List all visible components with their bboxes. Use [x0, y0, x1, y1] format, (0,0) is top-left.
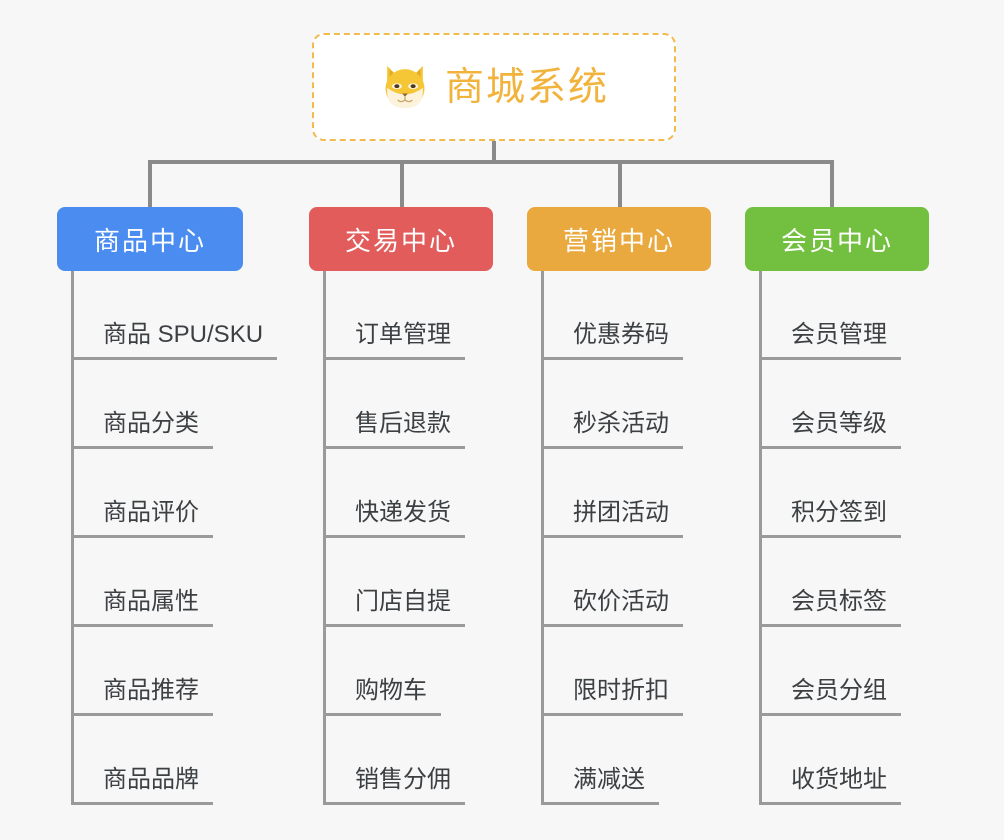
leaf-item[interactable]: 销售分佣 [323, 716, 465, 805]
leaf-label: 门店自提 [355, 588, 451, 615]
leaf-item[interactable]: 优惠券码 [541, 271, 683, 360]
leaf-item[interactable]: 快递发货 [323, 449, 465, 538]
leaf-label: 商品分类 [103, 410, 199, 437]
leaf-label: 优惠券码 [573, 321, 669, 348]
connector-drop-4 [830, 160, 834, 207]
category-box-1[interactable]: 交易中心 [309, 207, 493, 271]
leaf-item[interactable]: 购物车 [323, 627, 441, 716]
leaf-item[interactable]: 门店自提 [323, 538, 465, 627]
connector-drop-1 [148, 160, 152, 207]
root-node-mall-system[interactable]: 商城系统 [312, 33, 676, 141]
branch-spine-0 [71, 271, 74, 805]
leaf-item[interactable]: 商品分类 [71, 360, 213, 449]
leaf-label: 限时折扣 [573, 677, 669, 704]
leaf-label: 商品品牌 [103, 766, 199, 793]
root-node-label: 商城系统 [444, 65, 609, 109]
category-box-3[interactable]: 会员中心 [745, 207, 929, 271]
leaf-label: 购物车 [355, 677, 427, 704]
branch-spine-3 [759, 271, 762, 805]
leaf-label: 商品属性 [103, 588, 199, 615]
leaf-label: 会员管理 [791, 321, 887, 348]
connector-drop-3 [618, 160, 622, 207]
leaf-label: 会员等级 [791, 410, 887, 437]
branch-spine-1 [323, 271, 326, 805]
category-label-2: 营销中心 [562, 225, 675, 256]
category-label-0: 商品中心 [93, 225, 206, 256]
leaf-label: 会员标签 [791, 588, 887, 615]
category-label-3: 会员中心 [780, 225, 893, 256]
connector-horizontal-bus [148, 160, 834, 164]
leaf-label: 积分签到 [791, 499, 887, 526]
leaf-item[interactable]: 满减送 [541, 716, 659, 805]
leaf-label: 销售分佣 [355, 766, 451, 793]
leaf-label: 满减送 [573, 766, 645, 793]
leaf-item[interactable]: 会员分组 [759, 627, 901, 716]
leaf-label: 订单管理 [355, 321, 451, 348]
leaf-item[interactable]: 限时折扣 [541, 627, 683, 716]
leaf-item[interactable]: 商品属性 [71, 538, 213, 627]
branch-spine-2 [541, 271, 544, 805]
leaf-item[interactable]: 拼团活动 [541, 449, 683, 538]
leaf-label: 拼团活动 [573, 499, 669, 526]
leaf-label: 快递发货 [355, 499, 451, 526]
leaf-item[interactable]: 砍价活动 [541, 538, 683, 627]
leaf-label: 收货地址 [791, 766, 887, 793]
leaf-item[interactable]: 售后退款 [323, 360, 465, 449]
leaf-label: 商品 SPU/SKU [103, 321, 264, 348]
leaf-label: 砍价活动 [573, 588, 669, 615]
leaf-item[interactable]: 会员等级 [759, 360, 901, 449]
leaf-item[interactable]: 会员管理 [759, 271, 901, 360]
leaf-label: 商品评价 [103, 499, 199, 526]
leaf-item[interactable]: 商品品牌 [71, 716, 213, 805]
leaf-label: 会员分组 [791, 677, 887, 704]
leaf-item[interactable]: 订单管理 [323, 271, 465, 360]
leaf-item[interactable]: 商品 SPU/SKU [71, 271, 277, 360]
connector-root-stem [492, 141, 496, 164]
leaf-label: 秒杀活动 [573, 410, 669, 437]
leaf-item[interactable]: 秒杀活动 [541, 360, 683, 449]
leaf-item[interactable]: 会员标签 [759, 538, 901, 627]
leaf-item[interactable]: 收货地址 [759, 716, 901, 805]
leaf-label: 商品推荐 [103, 677, 199, 704]
leaf-item[interactable]: 商品评价 [71, 449, 213, 538]
connector-drop-2 [400, 160, 404, 207]
leaf-item[interactable]: 商品推荐 [71, 627, 213, 716]
leaf-label: 售后退款 [355, 410, 451, 437]
category-box-0[interactable]: 商品中心 [57, 207, 243, 271]
leaf-item[interactable]: 积分签到 [759, 449, 901, 538]
shiba-dog-face-icon [385, 65, 425, 110]
category-box-2[interactable]: 营销中心 [527, 207, 711, 271]
category-label-1: 交易中心 [344, 225, 457, 256]
